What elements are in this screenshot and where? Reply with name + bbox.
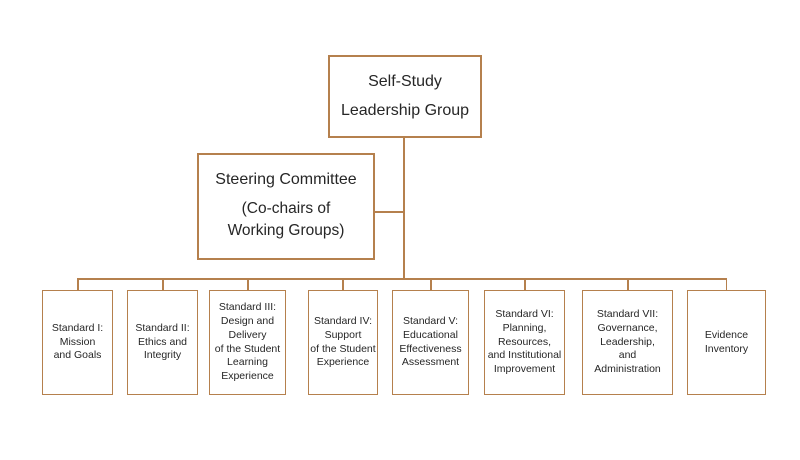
- box-title-line: Self-Study: [368, 73, 442, 90]
- box-label: Standard II: Ethics and Integrity: [135, 321, 190, 362]
- box-label: Standard IV: Support of the Student Expe…: [310, 314, 376, 369]
- connector-stub: [77, 278, 79, 291]
- connector-steering-horizontal: [375, 211, 404, 213]
- box-label: Standard VII: Governance, Leadership, an…: [594, 307, 661, 376]
- connector-stub: [627, 278, 629, 291]
- box-title-line: Steering Committee: [215, 171, 357, 189]
- box-standard-vii: Standard VII: Governance, Leadership, an…: [582, 290, 673, 395]
- box-standard-i: Standard I: Mission and Goals: [42, 290, 113, 395]
- box-steering-committee: Steering Committee (Co-chairs of Working…: [197, 153, 375, 260]
- connector-stub: [162, 278, 164, 291]
- box-standard-vi: Standard VI: Planning, Resources, and In…: [484, 290, 565, 395]
- box-standard-ii: Standard II: Ethics and Integrity: [127, 290, 198, 395]
- connector-stub: [247, 278, 249, 291]
- connector-stub: [725, 278, 728, 291]
- connector-stub: [342, 278, 344, 291]
- box-self-study-leadership-group: Self-Study Leadership Group: [328, 55, 482, 138]
- box-subtitle: (Co-chairs of Working Groups): [227, 200, 345, 239]
- box-standard-iv: Standard IV: Support of the Student Expe…: [308, 290, 378, 395]
- box-label: Evidence Inventory: [704, 328, 749, 355]
- box-evidence-inventory: Evidence Inventory: [687, 290, 766, 395]
- box-label: Standard VI: Planning, Resources, and In…: [487, 307, 562, 376]
- connector-stub: [524, 278, 526, 291]
- box-label: Standard V: Educational Effectiveness As…: [399, 314, 462, 369]
- box-label: Standard I: Mission and Goals: [51, 321, 104, 362]
- box-label: Standard III: Design and Delivery of the…: [214, 300, 281, 383]
- connector-distribution-horizontal: [77, 278, 727, 280]
- connector-top-vertical: [403, 138, 405, 278]
- box-title-line: Leadership Group: [340, 102, 470, 119]
- box-standard-iii: Standard III: Design and Delivery of the…: [209, 290, 286, 395]
- connector-stub: [430, 278, 432, 291]
- box-standard-v: Standard V: Educational Effectiveness As…: [392, 290, 469, 395]
